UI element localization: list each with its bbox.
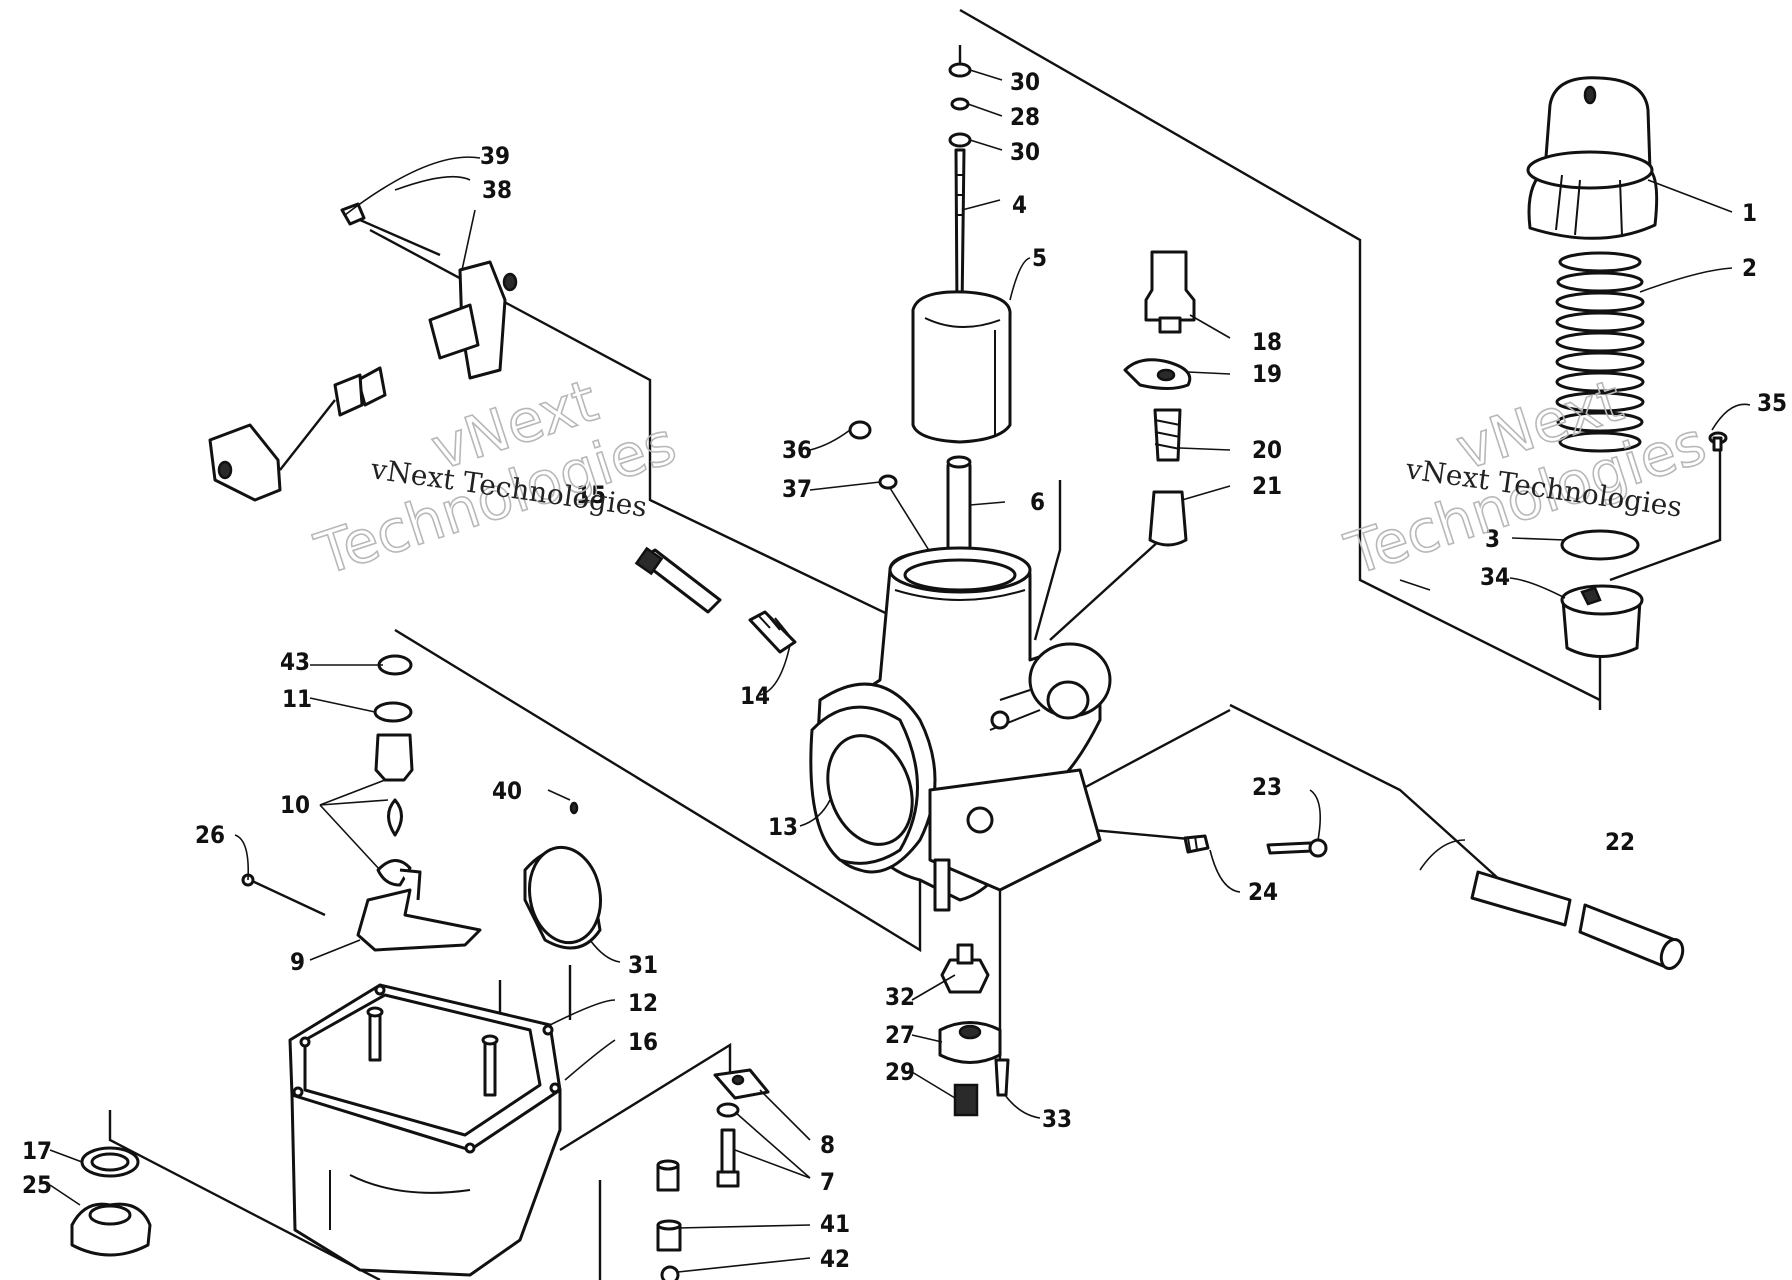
callout-38: 38 xyxy=(482,176,512,204)
drain-plug xyxy=(70,1146,152,1257)
callout-39: 39 xyxy=(480,142,510,170)
callout-3: 3 xyxy=(1485,525,1500,553)
callout-9: 9 xyxy=(290,948,305,976)
callout-11: 11 xyxy=(282,685,312,713)
callout-6: 6 xyxy=(1030,488,1045,516)
assembly-lines xyxy=(108,8,1722,1280)
callout-30-top: 30 xyxy=(1010,68,1040,96)
mixture-screw xyxy=(1183,834,1328,858)
callout-43: 43 xyxy=(280,648,310,676)
slide-spring xyxy=(1555,251,1645,453)
callout-2: 2 xyxy=(1742,254,1757,282)
float-bowl xyxy=(288,983,562,1277)
main-jet-parts xyxy=(938,943,1010,1117)
callout-19: 19 xyxy=(1252,360,1282,388)
callout-40: 40 xyxy=(492,777,522,805)
callout-16: 16 xyxy=(628,1028,658,1056)
throttle-slide xyxy=(911,290,1012,444)
callout-1: 1 xyxy=(1742,199,1757,227)
throttle-cable xyxy=(208,202,518,502)
callout-17: 17 xyxy=(22,1137,52,1165)
callout-24: 24 xyxy=(1248,878,1278,906)
callout-37: 37 xyxy=(782,475,812,503)
callout-29: 29 xyxy=(885,1058,915,1086)
slide-cap-assembly xyxy=(1526,76,1659,240)
callout-28: 28 xyxy=(1010,103,1040,131)
idle-screw xyxy=(634,546,722,614)
callout-36: 36 xyxy=(782,436,812,464)
callout-32: 32 xyxy=(885,983,915,1011)
bowl-screws xyxy=(656,1068,770,1280)
idle-spring xyxy=(748,610,797,654)
pilot-screw-parts xyxy=(848,420,936,561)
watermark-right: vNext Technologies vNext Technologies xyxy=(1337,365,1715,589)
callout-25: 25 xyxy=(22,1171,52,1199)
callout-22: 22 xyxy=(1605,828,1635,856)
callout-31: 31 xyxy=(628,951,658,979)
float-arm xyxy=(356,868,482,952)
leader-lines xyxy=(49,69,1751,1273)
callout-35: 35 xyxy=(1757,389,1787,417)
callout-26: 26 xyxy=(195,821,225,849)
float-pin xyxy=(241,873,326,917)
float xyxy=(523,801,602,950)
starter-plunger-assembly xyxy=(1123,250,1196,547)
callout-labels: 1 2 3 4 5 6 7 8 9 10 11 12 13 14 15 16 1… xyxy=(22,68,1787,1273)
slide-holder xyxy=(1560,584,1644,658)
callout-4: 4 xyxy=(1012,191,1027,219)
callout-14: 14 xyxy=(740,682,770,710)
callout-15: 15 xyxy=(576,481,606,509)
callout-8: 8 xyxy=(820,1131,835,1159)
callout-34: 34 xyxy=(1480,563,1510,591)
small-screw-35 xyxy=(1708,431,1728,452)
needle-clips xyxy=(948,62,972,148)
callout-10: 10 xyxy=(280,791,310,819)
callout-27: 27 xyxy=(885,1021,915,1049)
callout-30-bottom: 30 xyxy=(1010,138,1040,166)
callout-41: 41 xyxy=(820,1210,850,1238)
needle-plate xyxy=(1560,529,1640,561)
callout-5: 5 xyxy=(1032,244,1047,272)
float-valve-parts xyxy=(373,654,414,887)
callout-42: 42 xyxy=(820,1245,850,1273)
carburetor-body xyxy=(809,546,1112,912)
callout-18: 18 xyxy=(1252,328,1282,356)
overflow-hose xyxy=(1470,870,1685,971)
callout-7: 7 xyxy=(820,1168,835,1196)
callout-12: 12 xyxy=(628,989,658,1017)
callout-20: 20 xyxy=(1252,436,1282,464)
callout-23: 23 xyxy=(1252,773,1282,801)
callout-13: 13 xyxy=(768,813,798,841)
callout-21: 21 xyxy=(1252,472,1282,500)
callout-33: 33 xyxy=(1042,1105,1072,1133)
